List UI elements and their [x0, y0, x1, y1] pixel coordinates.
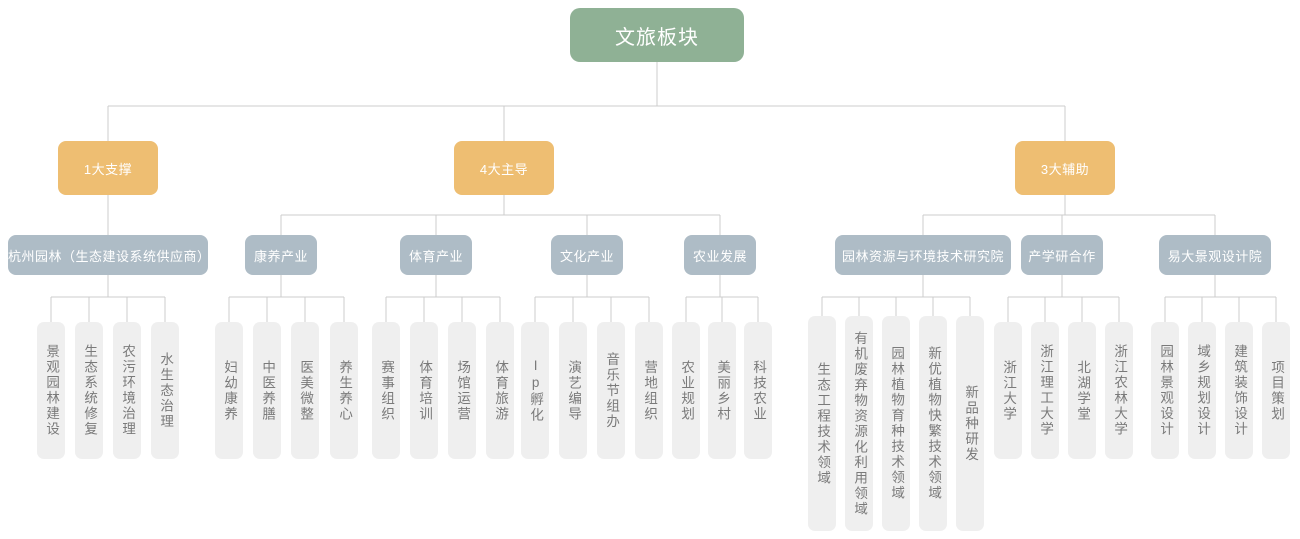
leaf-node[interactable]: 科技农业 [744, 322, 772, 459]
node-level3-yanjiuyuan[interactable]: 园林资源与环境技术研究院 [835, 235, 1011, 275]
node-level3-yida[interactable]: 易大景观设计院 [1159, 235, 1271, 275]
leaf-node[interactable]: 音乐节组办 [597, 322, 625, 459]
leaf-node[interactable]: 北湖学堂 [1068, 322, 1096, 459]
leaf-node[interactable]: 妇幼康养 [215, 322, 243, 459]
leaf-node[interactable]: 项目策划 [1262, 322, 1290, 459]
leaf-node[interactable]: 体育培训 [410, 322, 438, 459]
leaf-node[interactable]: 有机废弃物资源化利用领域 [845, 316, 873, 531]
leaf-node[interactable]: 园林植物育种技术领域 [882, 316, 910, 531]
node-root[interactable]: 文旅板块 [570, 8, 744, 62]
leaf-node[interactable]: 景观园林建设 [37, 322, 65, 459]
leaf-node[interactable]: Ip孵化 [521, 322, 549, 459]
leaf-node[interactable]: 演艺编导 [559, 322, 587, 459]
leaf-node[interactable]: 浙江理工大学 [1031, 322, 1059, 459]
leaf-node[interactable]: 场馆运营 [448, 322, 476, 459]
leaf-node[interactable]: 美丽乡村 [708, 322, 736, 459]
leaf-node[interactable]: 新品种研发 [956, 316, 984, 531]
node-level3-nongye[interactable]: 农业发展 [684, 235, 756, 275]
leaf-node[interactable]: 新优植物快繁技术领域 [919, 316, 947, 531]
leaf-node[interactable]: 体育旅游 [486, 322, 514, 459]
leaf-node[interactable]: 生态工程技术领域 [808, 316, 836, 531]
node-level3-tiyu[interactable]: 体育产业 [400, 235, 472, 275]
node-level2-support[interactable]: 1大支撑 [58, 141, 158, 195]
leaf-node[interactable]: 生态系统修复 [75, 322, 103, 459]
node-level2-auxiliary[interactable]: 3大辅助 [1015, 141, 1115, 195]
leaf-node[interactable]: 建筑装饰设计 [1225, 322, 1253, 459]
leaf-node[interactable]: 医美微整 [291, 322, 319, 459]
leaf-node[interactable]: 营地组织 [635, 322, 663, 459]
leaf-node[interactable]: 农污环境治理 [113, 322, 141, 459]
leaf-node[interactable]: 水生态治理 [151, 322, 179, 459]
node-level3-hangzhou-yuanlin[interactable]: 杭州园林（生态建设系统供应商） [8, 235, 210, 275]
node-level3-kangyang[interactable]: 康养产业 [245, 235, 317, 275]
leaf-node[interactable]: 园林景观设计 [1151, 322, 1179, 459]
leaf-node[interactable]: 赛事组织 [372, 322, 400, 459]
node-level3-wenhua[interactable]: 文化产业 [551, 235, 623, 275]
node-level3-chanxueyan[interactable]: 产学研合作 [1021, 235, 1103, 275]
leaf-node[interactable]: 浙江大学 [994, 322, 1022, 459]
leaf-node[interactable]: 农业规划 [672, 322, 700, 459]
leaf-node[interactable]: 域乡规划设计 [1188, 322, 1216, 459]
leaf-node[interactable]: 浙江农林大学 [1105, 322, 1133, 459]
leaf-node[interactable]: 养生养心 [330, 322, 358, 459]
leaf-node[interactable]: 中医养膳 [253, 322, 281, 459]
node-level2-leading[interactable]: 4大主导 [454, 141, 554, 195]
